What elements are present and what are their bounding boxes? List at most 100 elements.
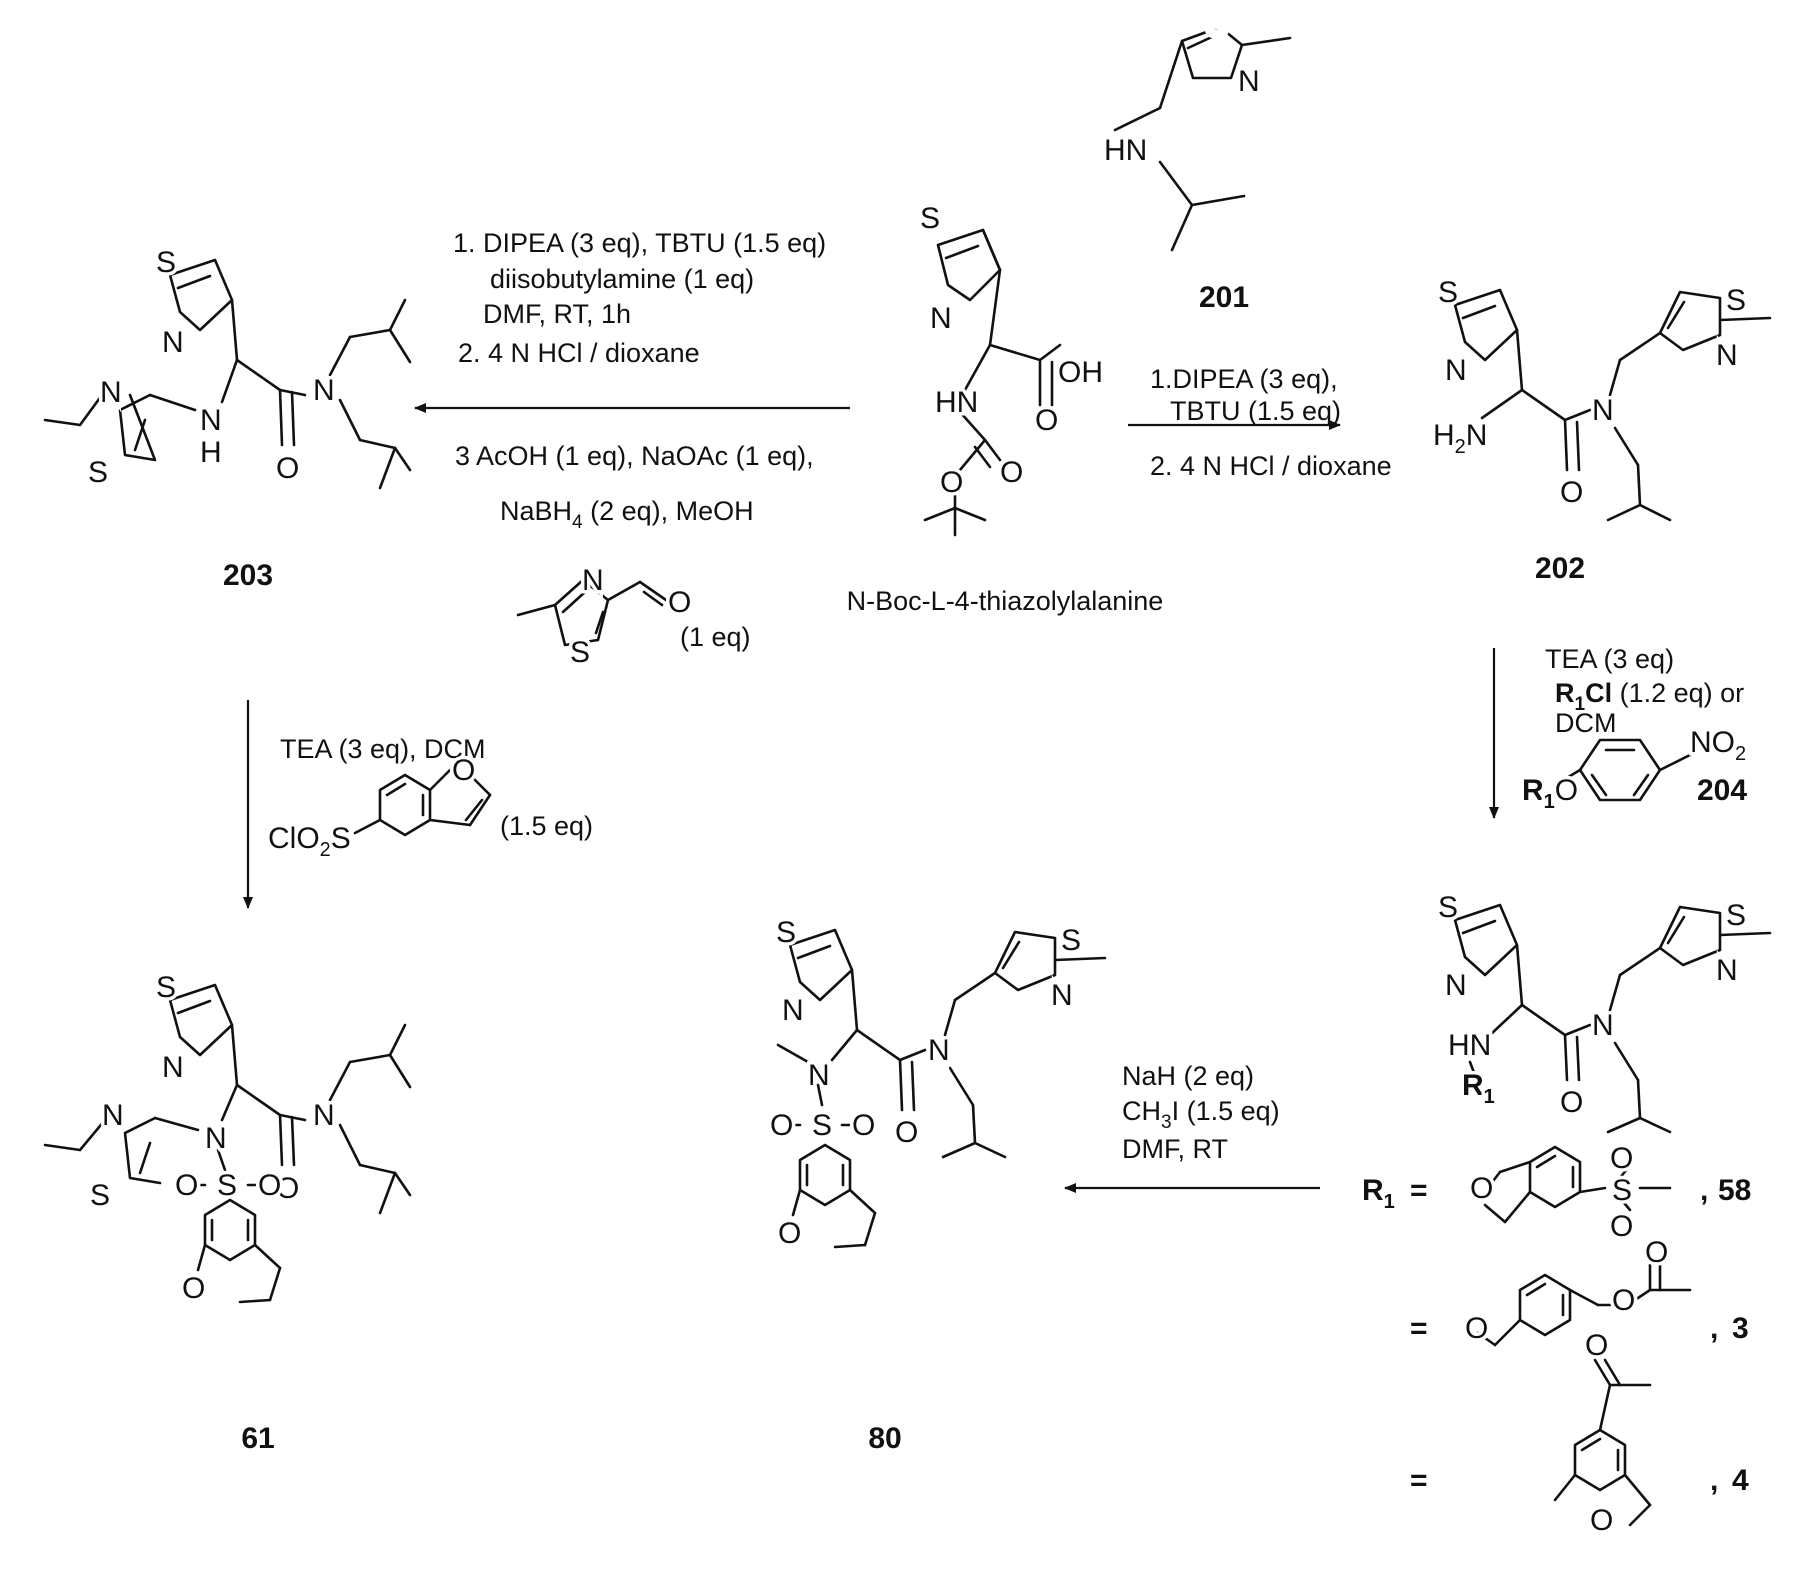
svg-text:S: S <box>812 1109 832 1142</box>
svg-text:N: N <box>1592 394 1614 427</box>
r1-sulfonyl-benzofuran: O O S O <box>1470 1142 1670 1243</box>
svg-text:O: O <box>175 1169 198 1202</box>
svg-text:N: N <box>313 374 335 407</box>
svg-text:N: N <box>782 994 804 1027</box>
svg-text:S: S <box>1726 899 1746 932</box>
compound-202-label: 202 <box>1535 552 1585 585</box>
benzofuran-sulfonyl-chloride-structure: O ClO2S <box>268 754 490 861</box>
svg-text:N: N <box>1716 339 1738 372</box>
svg-text:O: O <box>1035 404 1058 437</box>
svg-text:O: O <box>452 754 475 787</box>
svg-text:N: N <box>102 1099 124 1132</box>
svg-text:N: N <box>1051 979 1073 1012</box>
svg-text:NO2: NO2 <box>1690 726 1746 765</box>
svg-text:O: O <box>770 1109 793 1142</box>
svg-text:HN: HN <box>1448 1029 1491 1062</box>
svg-text:O: O <box>1465 1312 1488 1345</box>
right-arrow-conditions: 1.DIPEA (3 eq), TBTU (1.5 eq) 2. 4 N HCl… <box>1150 364 1392 481</box>
starting-material-name: N-Boc-L-4-thiazolylalanine <box>847 586 1164 616</box>
r1-comma-3: , <box>1710 1464 1718 1497</box>
methylation-conditions: NaH (2 eq) CH3I (1.5 eq) DMF, RT <box>1122 1061 1280 1164</box>
svg-text:S: S <box>90 1179 110 1212</box>
compound-80-label: 80 <box>868 1422 901 1455</box>
svg-text:O: O <box>940 466 963 499</box>
svg-text:O: O <box>1645 1236 1668 1269</box>
compound-203-label: 203 <box>223 559 273 592</box>
svg-text:N: N <box>1445 354 1467 387</box>
compound-202-structure: S N H2N N O S N <box>1433 276 1770 520</box>
svg-text:OH: OH <box>1058 356 1103 389</box>
r1-number-58: 58 <box>1718 1174 1751 1207</box>
right-down-line1: TEA (3 eq) <box>1545 644 1674 674</box>
svg-text:O: O <box>276 452 299 485</box>
left-step3-line2: NaBH4 (2 eq), MeOH <box>500 496 754 533</box>
svg-text:N: N <box>1238 65 1260 98</box>
left-step3-line1: 3 AcOH (1 eq), NaOAc (1 eq), <box>455 441 814 471</box>
svg-text:O: O <box>1610 1210 1633 1243</box>
svg-text:N: N <box>1592 1009 1614 1042</box>
left-down-reagent-eq: (1.5 eq) <box>500 811 593 841</box>
right-step2: 2. 4 N HCl / dioxane <box>1150 451 1392 481</box>
svg-text:HN: HN <box>935 386 978 419</box>
aldehyde-reagent-structure: N S O <box>518 564 691 669</box>
left-step1-line3: DMF, RT, 1h <box>483 299 631 329</box>
left-down-conditions: TEA (3 eq), DCM O ClO2S (1.5 eq) <box>268 734 593 861</box>
compound-80-structure: S N N O N S O O S N O <box>770 916 1105 1250</box>
svg-text:N: N <box>582 564 604 597</box>
right-down-line3: DCM <box>1555 708 1617 738</box>
left-step2: 2. 4 N HCl / dioxane <box>458 338 700 368</box>
svg-text:N: N <box>162 1051 184 1084</box>
svg-text:N: N <box>313 1099 335 1132</box>
right-step1-line2: TBTU (1.5 eq) <box>1170 396 1341 426</box>
svg-text:O: O <box>258 1169 281 1202</box>
r1-number-4: 4 <box>1732 1464 1749 1497</box>
r1-equals-3: = <box>1410 1464 1428 1497</box>
right-step1-line1: 1.DIPEA (3 eq), <box>1150 364 1338 394</box>
svg-text:R1: R1 <box>1362 1174 1395 1213</box>
left-arrow-conditions: 1. DIPEA (3 eq), TBTU (1.5 eq) diisobuty… <box>453 228 826 533</box>
svg-text:O: O <box>895 1116 918 1149</box>
r1-equals-2: = <box>1410 1312 1428 1345</box>
svg-text:O: O <box>1470 1172 1493 1205</box>
svg-text:S: S <box>1438 891 1458 924</box>
svg-text:O: O <box>182 1272 205 1305</box>
r1-comma-2: , <box>1710 1312 1718 1345</box>
left-step1-line2: diisobutylamine (1 eq) <box>490 264 754 294</box>
starting-material-structure: S N OH O HN O O <box>920 202 1103 535</box>
compound-61-label: 61 <box>241 1422 274 1455</box>
svg-text:O: O <box>1560 1086 1583 1119</box>
reagent-201-structure: S N HN <box>1104 9 1290 250</box>
svg-text:R1: R1 <box>1462 1069 1495 1108</box>
left-step1-line1: 1. DIPEA (3 eq), TBTU (1.5 eq) <box>453 228 826 258</box>
svg-text:S: S <box>920 202 940 235</box>
svg-text:N: N <box>205 1122 227 1155</box>
svg-text:S: S <box>776 916 796 949</box>
r1-acyl-benzofuran: O O <box>1555 1329 1650 1537</box>
svg-text:H2N: H2N <box>1433 419 1487 458</box>
svg-text:O: O <box>1585 1329 1608 1362</box>
svg-text:H: H <box>200 436 222 469</box>
r1-number-3: 3 <box>1732 1312 1749 1345</box>
svg-text:O: O <box>1612 1284 1635 1317</box>
aldehyde-equivalents: (1 eq) <box>680 622 751 652</box>
svg-text:O: O <box>778 1217 801 1250</box>
svg-text:S: S <box>1061 924 1081 957</box>
svg-text:O: O <box>1590 1504 1613 1537</box>
svg-text:HN: HN <box>1104 134 1147 167</box>
r1-comma-1: , <box>1700 1174 1708 1207</box>
svg-text:S: S <box>217 1169 237 1202</box>
svg-text:N: N <box>100 376 122 409</box>
svg-text:R1O: R1O <box>1522 774 1578 813</box>
svg-text:O: O <box>852 1109 875 1142</box>
r1-carbamate-benzofuran: O O O <box>1465 1236 1690 1345</box>
svg-text:S: S <box>156 971 176 1004</box>
svg-text:ClO2S: ClO2S <box>268 822 351 861</box>
reaction-arrows <box>248 408 1494 1188</box>
svg-text:S: S <box>1438 276 1458 309</box>
svg-text:S: S <box>88 456 108 489</box>
svg-text:N: N <box>808 1059 830 1092</box>
svg-text:O: O <box>1000 456 1023 489</box>
svg-text:N: N <box>930 302 952 335</box>
svg-text:O: O <box>1560 476 1583 509</box>
